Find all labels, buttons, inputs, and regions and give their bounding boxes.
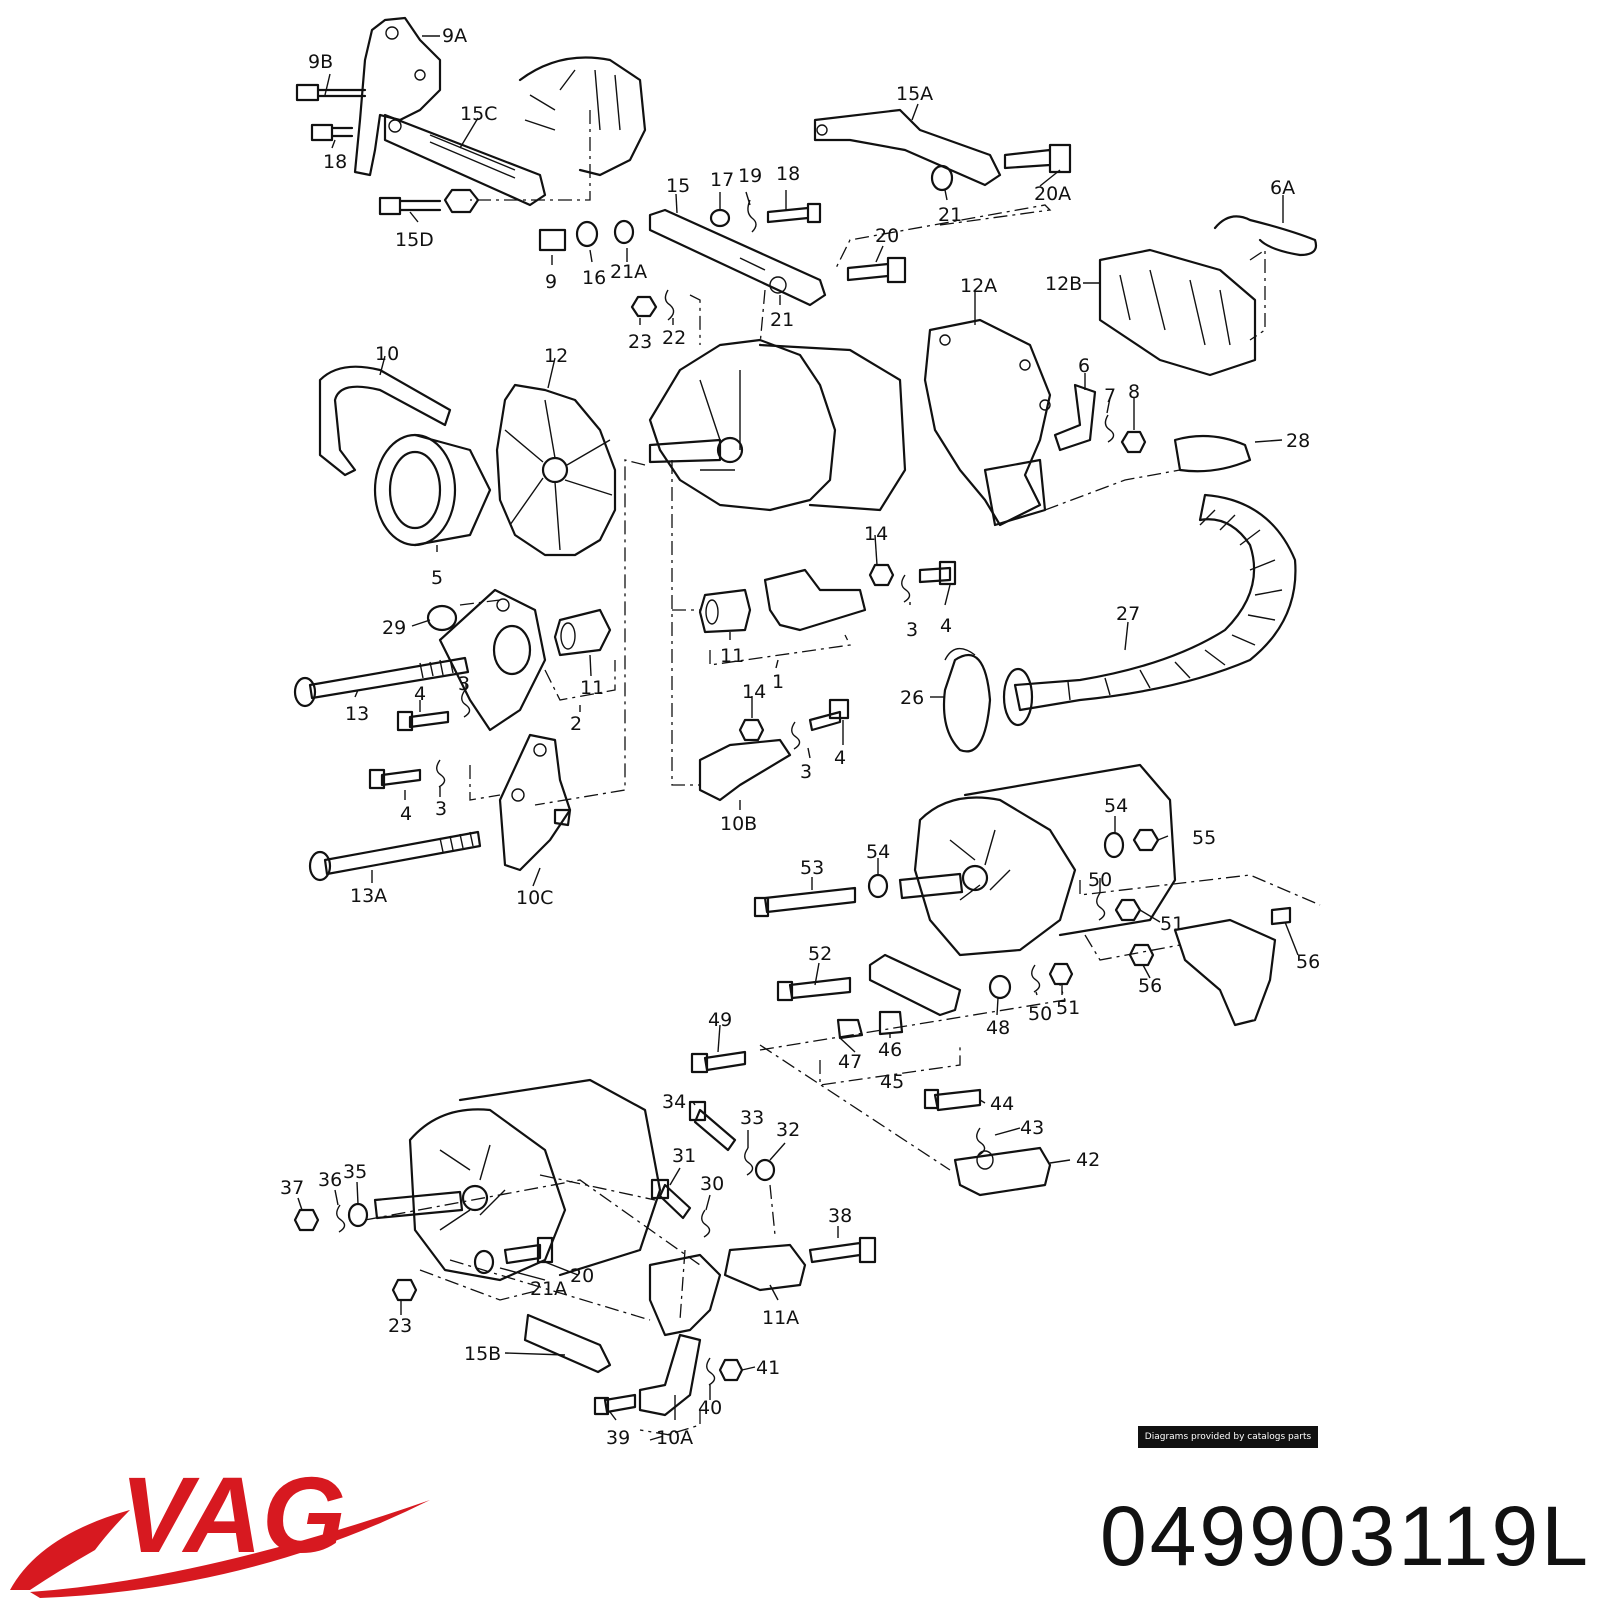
callout-38: 38 — [828, 1205, 852, 1227]
callout-23-lower: 23 — [388, 1315, 412, 1337]
callout-21-upper: 21 — [938, 204, 962, 226]
callout-30: 30 — [700, 1173, 724, 1195]
callout-4-mid: 4 — [834, 747, 846, 769]
callout-42: 42 — [1076, 1149, 1100, 1171]
callout-48: 48 — [986, 1017, 1010, 1039]
callout-3-lower: 3 — [435, 798, 447, 820]
callout-3-upper-right: 3 — [906, 619, 918, 641]
callout-11A: 11A — [762, 1307, 799, 1329]
callout-47: 47 — [838, 1051, 862, 1073]
callout-33: 33 — [740, 1107, 764, 1129]
callout-20-upper: 20 — [875, 225, 899, 247]
callout-55: 55 — [1192, 827, 1216, 849]
callout-15D: 15D — [395, 229, 434, 251]
part-drawings — [293, 16, 1321, 1441]
callout-10A: 10A — [656, 1427, 693, 1449]
callout-14-upper: 14 — [864, 523, 888, 545]
callout-19: 19 — [738, 165, 762, 187]
callout-15C: 15C — [460, 103, 497, 125]
callout-35: 35 — [343, 1161, 367, 1183]
callout-56-left: 56 — [1138, 975, 1162, 997]
callout-9A: 9A — [442, 25, 467, 47]
vag-logo-text: VAG — [120, 1454, 346, 1575]
callout-6A: 6A — [1270, 177, 1295, 199]
callout-1: 1 — [772, 671, 784, 693]
callout-23-upper: 23 — [628, 331, 652, 353]
callout-12A: 12A — [960, 275, 997, 297]
callout-32: 32 — [776, 1119, 800, 1141]
callout-31: 31 — [672, 1145, 696, 1167]
callout-43: 43 — [1020, 1117, 1044, 1139]
callout-41: 41 — [756, 1357, 780, 1379]
callout-15A: 15A — [896, 83, 933, 105]
callout-15B: 15B — [464, 1343, 501, 1365]
diagram-credit-badge: Diagrams provided by catalogs parts — [1138, 1426, 1318, 1448]
callout-3-left: 3 — [458, 673, 470, 695]
callout-7: 7 — [1104, 385, 1116, 407]
callout-26: 26 — [900, 687, 924, 709]
callout-11-left: 11 — [580, 677, 604, 699]
callout-54-lower: 54 — [866, 841, 890, 863]
callout-9: 9 — [545, 271, 557, 293]
callout-6: 6 — [1078, 355, 1090, 377]
callout-16: 16 — [582, 267, 606, 289]
callout-49: 49 — [708, 1009, 732, 1031]
callout-4-left: 4 — [414, 683, 426, 705]
vag-logo: VAG — [10, 1454, 430, 1598]
callout-15: 15 — [666, 175, 690, 197]
callout-51-upper: 51 — [1160, 913, 1184, 935]
callout-12B: 12B — [1045, 273, 1082, 295]
callout-51-lower: 51 — [1056, 997, 1080, 1019]
callout-29: 29 — [382, 617, 406, 639]
callout-9B: 9B — [308, 51, 333, 73]
callout-45: 45 — [880, 1071, 904, 1093]
callout-34: 34 — [662, 1091, 686, 1113]
callout-17: 17 — [710, 169, 734, 191]
callout-11-right: 11 — [720, 645, 744, 667]
callout-4-upper-right: 4 — [940, 615, 952, 637]
callout-10C: 10C — [516, 887, 553, 909]
callout-10: 10 — [375, 343, 399, 365]
callout-12: 12 — [544, 345, 568, 367]
callout-44: 44 — [990, 1093, 1014, 1115]
callout-22: 22 — [662, 327, 686, 349]
callout-53: 53 — [800, 857, 824, 879]
callout-50-lower: 50 — [1028, 1003, 1052, 1025]
callout-56-right: 56 — [1296, 951, 1320, 973]
callout-5: 5 — [431, 567, 443, 589]
callout-37: 37 — [280, 1177, 304, 1199]
callout-4-lower: 4 — [400, 803, 412, 825]
callout-36: 36 — [318, 1169, 342, 1191]
callout-13A: 13A — [350, 885, 387, 907]
callout-labels: 9A 9B 15C 18 15D 15A 20A 21 15 17 19 18 … — [280, 25, 1320, 1449]
callout-20-lower: 20 — [570, 1265, 594, 1287]
callout-10B: 10B — [720, 813, 757, 835]
callout-50-upper: 50 — [1088, 869, 1112, 891]
callout-28: 28 — [1286, 430, 1310, 452]
callout-21A-upper: 21A — [610, 261, 647, 283]
callout-21A-lower: 21A — [530, 1278, 567, 1300]
callout-52: 52 — [808, 943, 832, 965]
callout-14-lower: 14 — [742, 681, 766, 703]
callout-13: 13 — [345, 703, 369, 725]
callout-18-mid: 18 — [776, 163, 800, 185]
vag-logo-swoosh — [10, 1510, 130, 1590]
callout-18-top: 18 — [323, 151, 347, 173]
callout-3-mid: 3 — [800, 761, 812, 783]
callout-27: 27 — [1116, 603, 1140, 625]
callout-54-upper: 54 — [1104, 795, 1128, 817]
callout-46: 46 — [878, 1039, 902, 1061]
callout-40: 40 — [698, 1397, 722, 1419]
part-number: 049903119L — [1100, 1489, 1591, 1583]
callout-2: 2 — [570, 713, 582, 735]
callout-20A: 20A — [1034, 183, 1071, 205]
callout-21-mid: 21 — [770, 309, 794, 331]
callout-39: 39 — [606, 1427, 630, 1449]
callout-8: 8 — [1128, 381, 1140, 403]
